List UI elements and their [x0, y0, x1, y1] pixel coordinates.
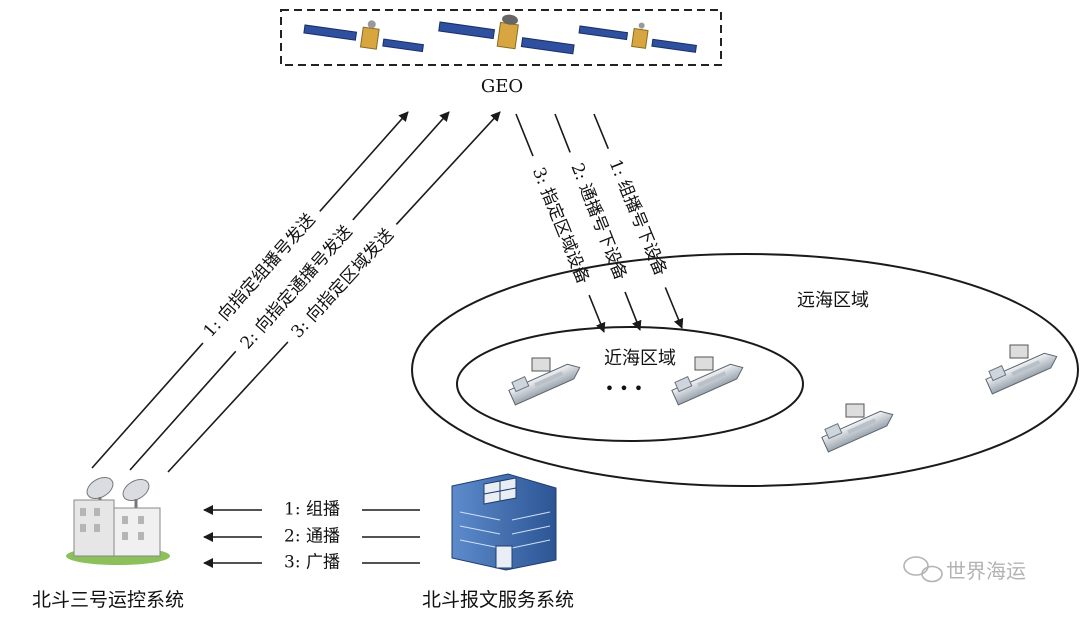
chat-bubble-icon: [903, 556, 943, 583]
outer-region: [411, 253, 1079, 487]
service-label-3: 3: 广播: [284, 553, 340, 573]
inner-region: [456, 326, 804, 442]
service-labels: 1: 组播 2: 通播 3: 广播: [262, 498, 362, 575]
watermark: 世界海运: [903, 556, 1026, 583]
satellite-icon: [303, 20, 424, 53]
ship-ellipsis: • • •: [605, 379, 643, 398]
geo-label: GEO: [481, 76, 523, 97]
satellite-terminal-icon: [694, 356, 714, 371]
inner-region-label: 近海区域: [604, 348, 676, 369]
service-label-1: 1: 组播: [284, 500, 340, 520]
service-label-2: 2: 通播: [284, 527, 340, 547]
ship-icon: [671, 363, 744, 406]
satellite-terminal-icon: [845, 403, 865, 418]
ship-icon: [508, 363, 581, 406]
ship-icon: [985, 352, 1058, 395]
outer-region-label: 远海区域: [797, 290, 869, 311]
satellite-icon: [438, 14, 575, 55]
ground-station-icon: [66, 477, 170, 565]
uplink-labels: 1: 向指定组播号发送 2: 向指定通播号发送 3: 向指定区域发送: [192, 202, 407, 362]
satellite-icon: [578, 22, 697, 53]
service-system-label: 北斗报文服务系统: [422, 589, 574, 611]
watermark-text: 世界海运: [946, 559, 1026, 583]
satellite-terminal-icon: [531, 357, 551, 372]
satellite-terminal-icon: [1009, 344, 1029, 359]
control-system-label: 北斗三号运控系统: [32, 589, 184, 611]
ship-icon: [821, 410, 894, 453]
geo-constellation: [280, 9, 722, 66]
service-building-icon: [451, 473, 557, 571]
